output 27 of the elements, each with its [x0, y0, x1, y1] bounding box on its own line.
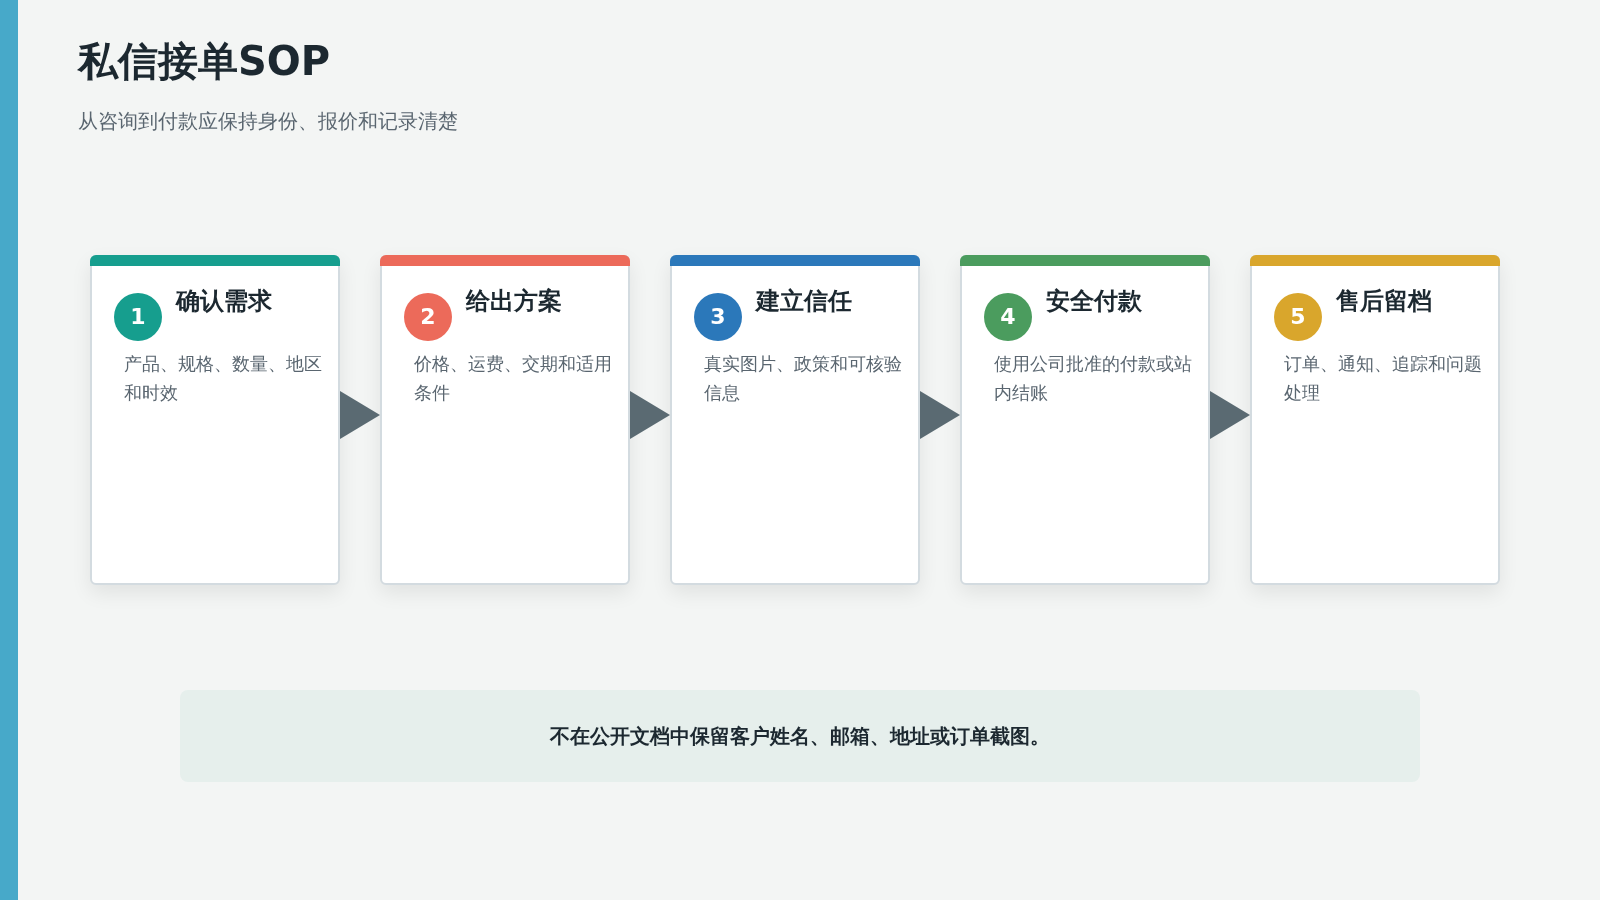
arrow: [1210, 391, 1250, 439]
step-description: 订单、通知、追踪和问题处理: [1284, 352, 1483, 405]
step-number: 4: [984, 293, 1032, 341]
arrow: [630, 391, 670, 439]
step-number: 1: [114, 293, 162, 341]
step-title: 确认需求: [176, 286, 272, 317]
step-card: [90, 255, 340, 585]
step-number: 2: [404, 293, 452, 341]
step-card: [380, 255, 630, 585]
arrow: [920, 391, 960, 439]
step-title: 建立信任: [756, 286, 852, 317]
step-card: [670, 255, 920, 585]
step-title: 安全付款: [1046, 286, 1142, 317]
step-description: 价格、运费、交期和适用条件: [414, 352, 613, 405]
step-description: 使用公司批准的付款或站内结账: [994, 352, 1193, 405]
step-description: 真实图片、政策和可核验信息: [704, 352, 903, 405]
arrow: [340, 391, 380, 439]
step-number: 3: [694, 293, 742, 341]
step-card: [960, 255, 1210, 585]
step-title: 售后留档: [1336, 286, 1432, 317]
step-number: 5: [1274, 293, 1322, 341]
subtitle: 从咨询到付款应保持身份、报价和记录清楚: [78, 108, 458, 135]
step-card: [1250, 255, 1500, 585]
step-title: 给出方案: [466, 286, 562, 317]
note-text: 不在公开文档中保留客户姓名、邮箱、地址或订单截图。: [180, 690, 1420, 782]
title: 私信接单SOP: [78, 37, 331, 86]
step-description: 产品、规格、数量、地区和时效: [124, 352, 323, 405]
